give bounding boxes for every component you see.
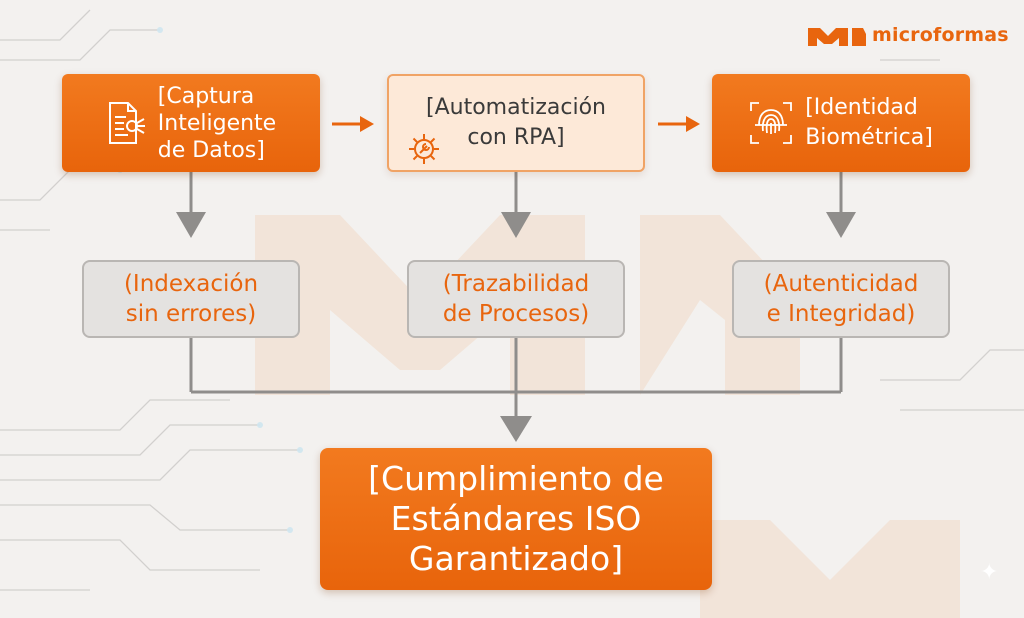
- brand-name: microformas: [872, 24, 1009, 46]
- benefit-label-traceability: (Trazabilidad de Procesos): [442, 271, 590, 327]
- down-arrow-icon: [500, 416, 532, 442]
- result-box-iso-compliance: [Cumplimiento de Estándares ISO Garantiz…: [320, 448, 712, 590]
- gear-wrench-icon: [409, 134, 439, 164]
- down-arrow-icon: [176, 212, 206, 238]
- circuit-decoration: [0, 9, 1024, 591]
- sparkle-icon: ✦: [980, 560, 999, 585]
- step-label-automation: [Automatización con RPA]: [426, 95, 606, 150]
- brand-logo: microformas: [808, 22, 1009, 48]
- benefit-label-authenticity: (Autenticidad e Integridad): [763, 271, 919, 327]
- step-box-capture: [Captura Inteligente de Datos]: [62, 74, 320, 172]
- right-arrow-icon: [360, 116, 374, 132]
- step-label-capture: [Captura Inteligente de Datos]: [157, 83, 277, 163]
- step-box-automation: [Automatización con RPA]: [387, 74, 645, 172]
- microformas-logo-icon: [808, 28, 866, 46]
- step-box-biometric: [Identidad Biométrica]: [712, 74, 970, 172]
- document-data-icon: [108, 102, 145, 144]
- benefit-box-authenticity: (Autenticidad e Integridad): [732, 260, 950, 338]
- result-label: [Cumplimiento de Estándares ISO Garantiz…: [368, 459, 664, 578]
- down-arrow-icon: [501, 212, 531, 238]
- down-arrow-icon: [826, 212, 856, 238]
- right-arrow-icon: [686, 116, 700, 132]
- benefit-box-indexing: (Indexación sin errores): [82, 260, 300, 338]
- fingerprint-scan-icon: [750, 102, 793, 144]
- benefit-label-indexing: (Indexación sin errores): [123, 271, 259, 327]
- connectors: [189, 172, 843, 418]
- step-label-biometric: [Identidad Biométrica]: [805, 95, 933, 150]
- benefit-box-traceability: (Trazabilidad de Procesos): [407, 260, 625, 338]
